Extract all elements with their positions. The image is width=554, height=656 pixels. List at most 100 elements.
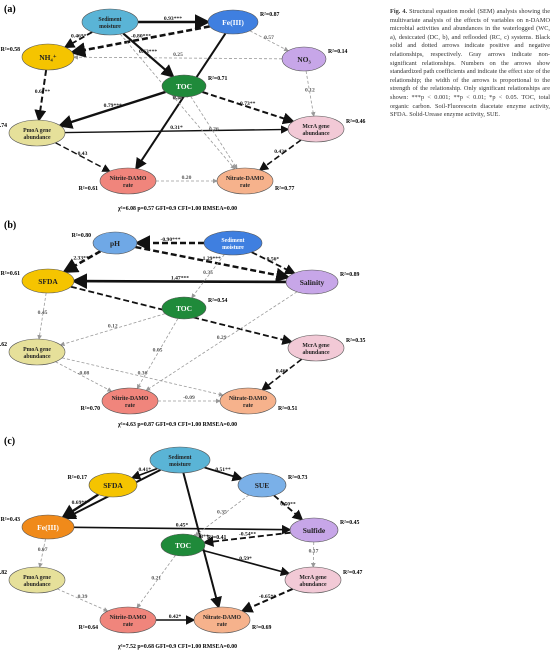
- path-arrow: [136, 555, 176, 609]
- node-label: SFDA: [103, 481, 123, 490]
- path-arrow: [261, 358, 303, 391]
- r-squared: R²=0.17: [68, 475, 87, 481]
- path-coefficient: -0.08: [78, 371, 90, 377]
- path-coefficient: 0.50**: [280, 502, 296, 508]
- edge-group: 0.41*0.51**0.52**0.69***0.50**-0.54**0.4…: [38, 466, 319, 625]
- node-ellipse: [8, 338, 66, 366]
- path-coefficient: 0.42*: [169, 614, 182, 620]
- path-coefficient: -0.80***: [131, 33, 151, 39]
- node-ellipse: [281, 46, 327, 72]
- node-ellipse: [207, 9, 259, 35]
- r-squared: R²=0.71: [208, 76, 227, 82]
- node-ellipse: [161, 296, 207, 320]
- node-toc: TOC R²=0.54: [161, 296, 227, 320]
- node-label: McrA gene: [299, 575, 327, 581]
- path-arrow: [145, 291, 298, 391]
- path-coefficient: 0.35: [217, 509, 227, 515]
- path-coefficient: 0.07: [38, 547, 48, 553]
- node-label: moisture: [169, 462, 191, 468]
- path-coefficient: 1.29***: [203, 256, 221, 262]
- r-squared: R²=0.77: [275, 186, 294, 192]
- r-squared: R²=0.69: [252, 625, 271, 631]
- path-coefficient: 0.59**: [173, 95, 189, 101]
- path-coefficient: 0.43*: [274, 149, 287, 155]
- path-coefficient: 0.63***: [139, 49, 157, 55]
- node-label: rate: [125, 403, 135, 409]
- node-ellipse: [287, 334, 345, 362]
- node-label: abundance: [23, 135, 50, 141]
- path-arrow: [122, 32, 175, 78]
- node-label: rate: [240, 183, 250, 189]
- node-label: Nitrite-DAMO: [110, 615, 147, 621]
- node-sfda: SFDA R²=0.17: [68, 472, 138, 498]
- path-arrow: [55, 361, 113, 392]
- path-coefficient: 0.26: [209, 127, 219, 133]
- path-arrow: [135, 245, 291, 283]
- node-label: rate: [123, 622, 133, 628]
- path-arrow: [119, 33, 236, 170]
- node-label: abundance: [23, 582, 50, 588]
- node-label: abundance: [299, 582, 326, 588]
- node-ellipse: [161, 74, 207, 98]
- node-fe: Fe(III)R²=0.87: [207, 9, 279, 35]
- r-squared: R²=0.54: [208, 298, 227, 304]
- path-arrow: [37, 292, 47, 340]
- node-ellipse: [149, 446, 211, 474]
- node-ellipse: [287, 115, 345, 143]
- node-label: Sulfide: [303, 526, 326, 535]
- node-label: TOC: [176, 304, 192, 313]
- node-label: Nitrate-DAMO: [203, 615, 241, 621]
- path-coefficient: 1.47***: [171, 276, 189, 282]
- model-fit-stats: χ²=7.52 p=0.68 GFI=0.9 CFI=1.00 RMSEA=0.…: [117, 644, 237, 650]
- path-arrow: [64, 125, 290, 134]
- node-label: Nitrite-DAMO: [112, 396, 149, 402]
- path-coefficient: 0.45: [38, 310, 48, 316]
- path-coefficient: -0.54**: [239, 532, 256, 538]
- path-arrow: [194, 494, 250, 537]
- node-label: moisture: [222, 245, 244, 251]
- node-ellipse: [203, 230, 263, 256]
- node-ellipse: [92, 231, 138, 255]
- path-arrow: [202, 531, 291, 547]
- path-coefficient: 0.39: [78, 594, 88, 600]
- r-squared: R²=0.47: [343, 570, 362, 576]
- path-arrow: [191, 254, 225, 299]
- path-arrow: [202, 549, 291, 577]
- node-label: pH: [110, 239, 120, 248]
- node-ellipse: [21, 268, 75, 294]
- node-label: Fe(III): [222, 18, 244, 27]
- node-ellipse: [99, 606, 157, 634]
- sem-panel-1: (a)0.93***0.46**-0.80***0.250.570.63***0…: [0, 4, 365, 212]
- panel-label: (b): [4, 220, 16, 231]
- r-squared: R²=0.61: [1, 271, 20, 277]
- path-arrow: [249, 30, 289, 52]
- path-arrow: [71, 273, 287, 289]
- path-arrow: [62, 250, 102, 273]
- r-squared: R²=0.43: [1, 517, 20, 523]
- path-coefficient: 0.57: [264, 35, 274, 41]
- path-coefficient: 0.17: [309, 549, 319, 555]
- path-arrow: [61, 493, 99, 519]
- node-label: Nitrate-DAMO: [229, 396, 267, 402]
- figure-caption: Fig. 4. Structural equation model (SEM) …: [390, 8, 550, 120]
- path-coefficient: -0.65**: [259, 594, 276, 600]
- path-coefficient: -0.90***: [160, 237, 180, 243]
- node-label: Nitrate-DAMO: [226, 176, 264, 182]
- node-label: Salinity: [300, 278, 325, 287]
- r-squared: R²=0.58: [1, 47, 20, 53]
- panel-label: (a): [4, 4, 16, 15]
- path-coefficient: 0.18: [173, 96, 183, 102]
